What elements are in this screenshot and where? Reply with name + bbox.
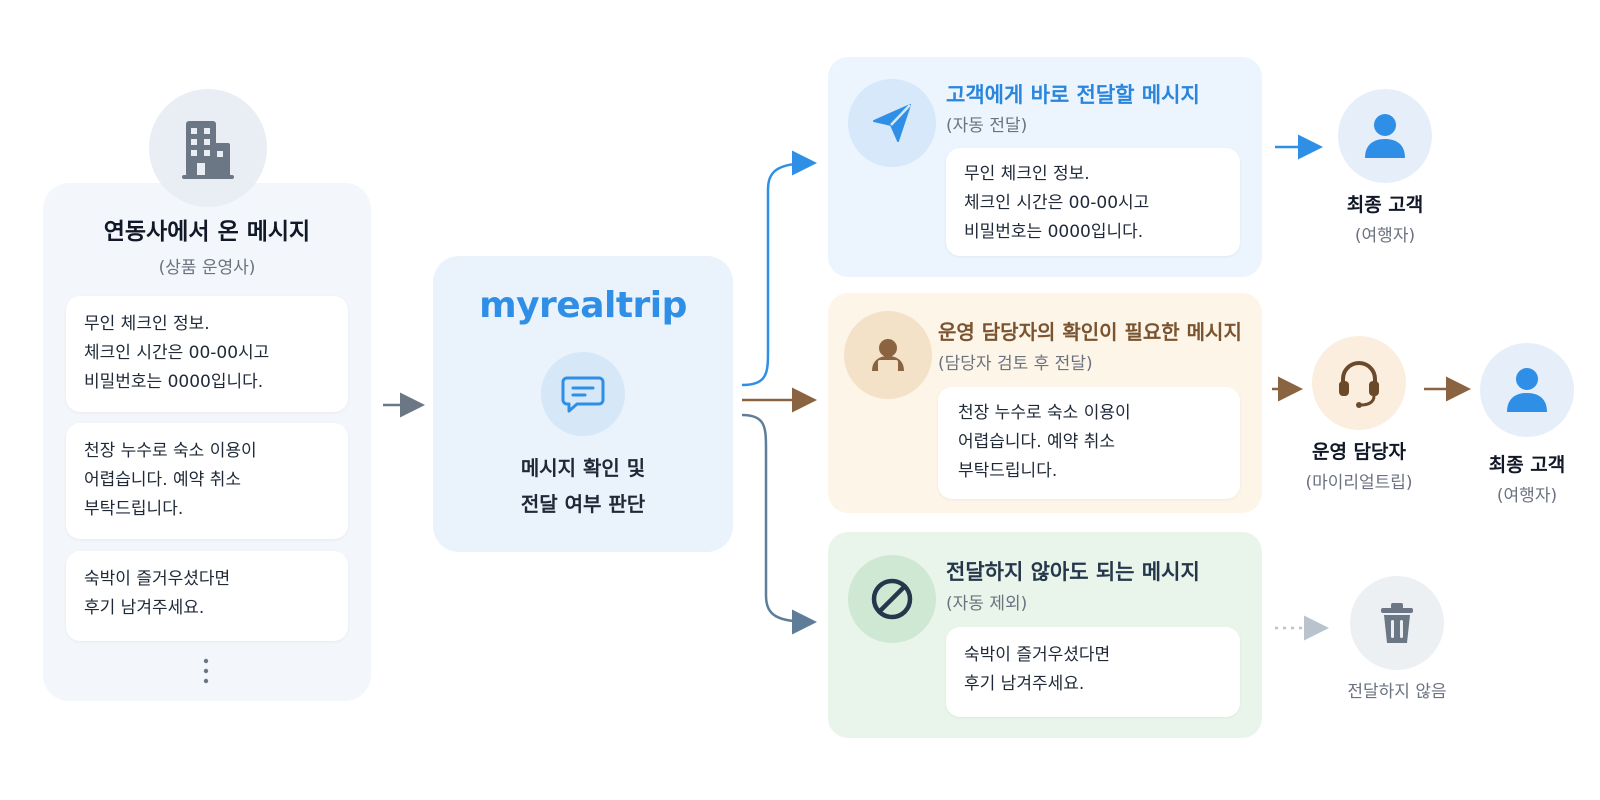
platform-label-line: 메시지 확인 및 — [520, 456, 646, 480]
route-title-direct: 고객에게 바로 전달할 메시지 — [946, 83, 1200, 107]
agent-role: (마이리얼트립) — [1305, 473, 1413, 493]
source-title: 연동사에서 온 메시지 — [103, 219, 311, 245]
message-line: 천장 누수로 숙소 이용이 — [958, 403, 1131, 423]
source-message-card: 무인 체크인 정보. 체크인 시간은 00-00시고 비밀번호는 0000입니다… — [66, 296, 348, 412]
customer-name: 최종 고객 — [1346, 194, 1424, 216]
myrealtrip-logo: myrealtrip — [479, 285, 687, 326]
message-line: 체크인 시간은 00-00시고 — [84, 343, 270, 363]
message-line: 부탁드립니다. — [84, 499, 184, 519]
message-line: 숙박이 즐거우셨다면 — [84, 569, 231, 589]
route-title-excluded: 전달하지 않아도 되는 메시지 — [946, 560, 1200, 584]
arrow-platform-to-excluded — [741, 413, 817, 635]
person-review-icon — [844, 311, 932, 399]
message-line: 후기 남겨주세요. — [964, 674, 1085, 694]
platform-label: 메시지 확인 및 전달 여부 판단 — [433, 450, 733, 522]
trash-icon — [1350, 576, 1444, 670]
customer-icon — [1338, 89, 1432, 183]
discard-label: 전달하지 않음 — [1347, 682, 1447, 702]
arrow-platform-to-direct — [741, 150, 817, 387]
route-message-card-direct: 무인 체크인 정보. 체크인 시간은 00-00시고 비밀번호는 0000입니다… — [946, 148, 1240, 256]
route-message-card-review: 천장 누수로 숙소 이용이 어렵습니다. 예약 취소 부탁드립니다. — [938, 387, 1240, 499]
route-message-card-excluded: 숙박이 즐거우셨다면 후기 남겨주세요. — [946, 627, 1240, 717]
message-line: 비밀번호는 0000입니다. — [964, 222, 1144, 242]
message-line: 부탁드립니다. — [958, 461, 1058, 481]
message-line: 체크인 시간은 00-00시고 — [964, 193, 1150, 213]
customer-role: (여행자) — [1354, 226, 1416, 246]
customer-icon — [1480, 343, 1574, 437]
customer-name: 최종 고객 — [1488, 454, 1566, 476]
message-line: 천장 누수로 숙소 이용이 — [84, 441, 257, 461]
message-line: 어렵습니다. 예약 취소 — [84, 470, 241, 490]
route-subtitle-direct: (자동 전달) — [946, 116, 1028, 136]
message-line: 무인 체크인 정보. — [964, 164, 1090, 184]
message-line: 어렵습니다. 예약 취소 — [958, 432, 1115, 452]
source-subtitle: (상품 운영사) — [158, 258, 256, 278]
message-line: 숙박이 즐거우셨다면 — [964, 645, 1111, 665]
send-icon — [848, 79, 936, 167]
customer-role: (여행자) — [1496, 486, 1558, 506]
headset-icon — [1312, 336, 1406, 430]
source-message-card: 숙박이 즐거우셨다면 후기 남겨주세요. — [66, 551, 348, 641]
agent-name: 운영 담당자 — [1311, 441, 1406, 463]
platform-label-line: 전달 여부 판단 — [520, 492, 646, 516]
chat-message-icon — [541, 352, 625, 436]
route-subtitle-review: (담당자 검토 후 전달) — [938, 354, 1093, 374]
route-title-review: 운영 담당자의 확인이 필요한 메시지 — [938, 320, 1242, 344]
source-message-card: 천장 누수로 숙소 이용이 어렵습니다. 예약 취소 부탁드립니다. — [66, 423, 348, 539]
route-subtitle-excluded: (자동 제외) — [946, 594, 1028, 614]
block-icon — [848, 555, 936, 643]
message-line: 후기 남겨주세요. — [84, 598, 205, 618]
building-icon — [149, 89, 267, 207]
message-line: 비밀번호는 0000입니다. — [84, 372, 264, 392]
more-vertical-icon — [203, 658, 209, 684]
message-line: 무인 체크인 정보. — [84, 314, 210, 334]
